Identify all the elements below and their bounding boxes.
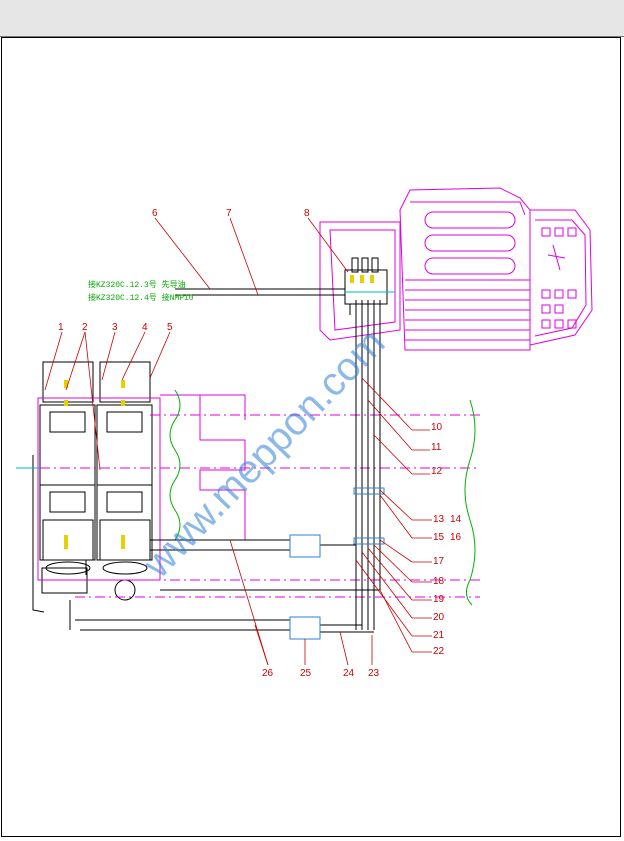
drawing-frame <box>1 37 621 837</box>
callout-18: 18 <box>433 576 445 587</box>
watermark-text: www.meppon.com <box>134 321 393 587</box>
callout-numbers: 1 2 3 4 5 6 7 8 10 11 12 13 14 15 16 17 … <box>58 208 462 679</box>
page-header-bar <box>0 0 624 37</box>
callout-16: 16 <box>450 532 462 543</box>
valve-accent-marks <box>350 275 374 283</box>
callout-22: 22 <box>433 646 445 657</box>
callout-10: 10 <box>431 422 443 433</box>
pipe-label-nmp: 接KZ320C.12.4号 接NMP10 <box>88 292 194 303</box>
callout-24: 24 <box>343 668 355 679</box>
callout-17: 17 <box>433 556 445 567</box>
machine-body <box>319 187 593 351</box>
callout-15: 15 <box>433 532 445 543</box>
callout-25: 25 <box>300 668 312 679</box>
cyan-markers <box>16 291 395 469</box>
callout-23: 23 <box>368 668 380 679</box>
cylinder-accent-marks <box>64 380 125 549</box>
hydraulic-pipes <box>69 288 381 633</box>
callout-21: 21 <box>433 630 445 641</box>
callout-2: 2 <box>82 322 88 333</box>
callout-6: 6 <box>152 208 158 219</box>
callout-20: 20 <box>433 612 445 623</box>
leader-lines <box>44 217 432 666</box>
callout-14: 14 <box>450 514 462 525</box>
callout-13: 13 <box>433 514 445 525</box>
control-valve-block <box>344 257 388 315</box>
chassis-outline <box>20 394 480 598</box>
callout-11: 11 <box>431 442 442 453</box>
callout-1: 1 <box>58 322 64 333</box>
pipe-fittings <box>289 487 385 640</box>
callout-7: 7 <box>226 208 232 219</box>
pipe-label-pilot-oil: 接KZ320C.12.3号 先导油 <box>88 279 186 290</box>
callout-26: 26 <box>262 668 274 679</box>
callout-3: 3 <box>112 322 118 333</box>
callout-8: 8 <box>304 208 310 219</box>
callout-12: 12 <box>431 466 443 477</box>
callout-4: 4 <box>142 322 148 333</box>
callout-5: 5 <box>167 322 173 333</box>
break-lines <box>169 389 476 606</box>
callout-19: 19 <box>433 594 445 605</box>
